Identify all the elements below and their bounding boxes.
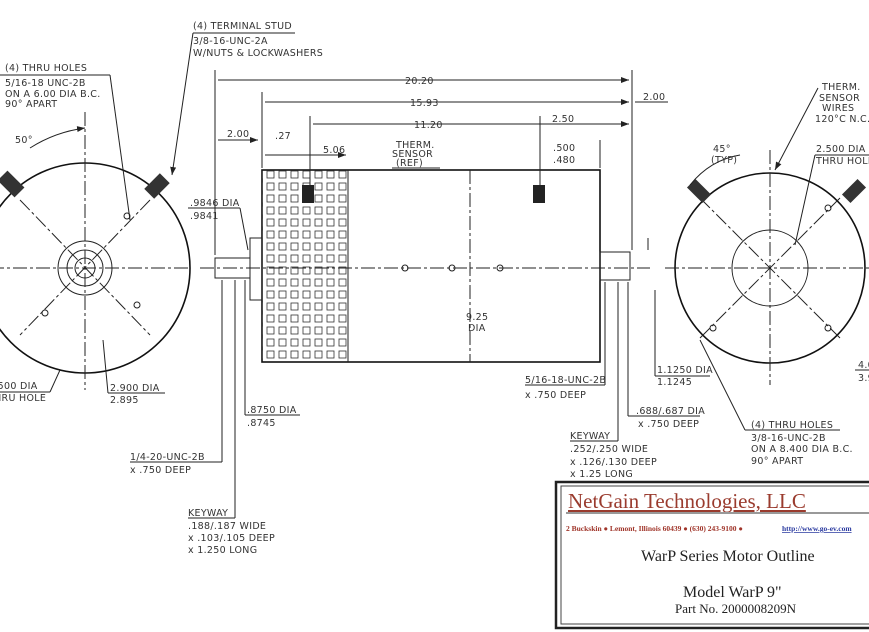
label: (REF): [396, 158, 423, 169]
label: 3/8-16-UNC-2A: [193, 36, 268, 47]
terminal-stud-icon: [841, 178, 867, 204]
label: THRU HOLE: [0, 393, 46, 404]
label: .9846 DIA: [190, 198, 240, 209]
label: .252/.250 WIDE: [570, 444, 648, 455]
label: x .750 DEEP: [525, 390, 586, 401]
left-flange: [249, 237, 263, 301]
dim-label: .27: [275, 131, 291, 142]
terminal-stud-icon: [144, 173, 170, 199]
thru-hole: [41, 309, 49, 317]
label: SENSOR: [819, 93, 860, 104]
dim-label: .480: [553, 155, 575, 166]
company-name: NetGain Technologies, LLC: [568, 489, 806, 513]
label: x .126/.130 DEEP: [570, 457, 657, 468]
label: W/NUTS & LOCKWASHERS: [193, 48, 323, 59]
thru-hole: [133, 301, 141, 309]
dim-label: 2.00: [227, 129, 249, 140]
label: .8750 DIA: [247, 405, 297, 416]
label: THERM.: [395, 140, 435, 151]
label: 5/16-18-UNC-2B: [525, 375, 606, 386]
terminal-stud-icon: [533, 185, 545, 203]
label: THERM.: [821, 82, 861, 93]
label: 1/4-20-UNC-2B: [130, 452, 205, 463]
label: WIRES: [822, 103, 854, 114]
label: DIA: [468, 323, 486, 334]
label: 3/8-16-UNC-2B: [751, 433, 826, 444]
label: 3.997: [858, 373, 869, 384]
label: SENSOR: [392, 149, 433, 160]
label: x .750 DEEP: [638, 419, 699, 430]
drawing-title: WarP Series Motor Outline: [641, 548, 815, 565]
label: 5/16-18 UNC-2B: [5, 78, 86, 89]
label: x .750 DEEP: [130, 465, 191, 476]
label: ON A 8.400 DIA B.C.: [751, 444, 853, 455]
company-address: 2 Buckskin ● Lemont, Illinois 60439 ● (6…: [566, 524, 743, 533]
left-end-view: [0, 74, 191, 394]
angle-label: 45°: [713, 144, 731, 155]
label: .188/.187 WIDE: [188, 521, 266, 532]
label: 1.1245: [657, 377, 692, 388]
dim-label: 5.06: [323, 145, 345, 156]
company-url[interactable]: http://www.go-ev.com: [782, 524, 852, 533]
label: x .103/.105 DEEP: [188, 533, 275, 544]
label: 1.1250 DIA: [657, 365, 713, 376]
label: .8745: [247, 418, 276, 429]
part-number: Part No. 2000008209N: [675, 601, 797, 616]
label: (4) THRU HOLES: [5, 63, 87, 74]
terminal-stud-icon: [0, 170, 25, 198]
label: 2.900 DIA: [110, 383, 160, 394]
label: 2.500 DIA: [0, 381, 38, 392]
dim-label: 2.50: [552, 114, 574, 125]
title-block: NetGain Technologies, LLC 2 Buckskin ● L…: [554, 480, 869, 630]
label: 2.895: [110, 395, 139, 406]
label: KEYWAY: [188, 508, 228, 519]
terminal-stud-icon: [686, 178, 712, 204]
dim-label: 20.20: [405, 76, 434, 87]
label: x 1.250 LONG: [188, 545, 257, 556]
label: (4) THRU HOLES: [751, 420, 833, 431]
label: .9841: [190, 211, 219, 222]
dim-label: 11.20: [414, 120, 443, 131]
angle-label: 50°: [15, 135, 33, 146]
side-view: [130, 32, 710, 519]
right-end-view: [665, 87, 869, 431]
label: KEYWAY: [570, 431, 610, 442]
label: ON A 6.00 DIA B.C.: [5, 89, 101, 100]
right-shaft: [599, 251, 631, 281]
terminal-stud-icon: [302, 185, 314, 203]
dim-label: 15.93: [410, 98, 439, 109]
labels: (4) TERMINAL STUD 3/8-16-UNC-2A W/NUTS &…: [0, 21, 869, 556]
dim-label: 2.00: [643, 92, 665, 103]
label: 90° APART: [5, 99, 57, 110]
thru-hole: [123, 212, 131, 220]
label: 90° APART: [751, 456, 803, 467]
label: .688/.687 DIA: [636, 406, 705, 417]
label: 120°C N.C.: [815, 114, 869, 125]
label: 4.000: [858, 360, 869, 371]
dim-label: .500: [553, 143, 575, 154]
label: (4) TERMINAL STUD: [193, 21, 292, 32]
label: 2.500 DIA: [816, 144, 866, 155]
label: 9.25: [466, 312, 488, 323]
model-name: Model WarP 9": [683, 584, 782, 601]
angle-label: (TYP): [711, 155, 737, 166]
label: x 1.25 LONG: [570, 469, 633, 480]
label: THRU HOLE: [815, 156, 869, 167]
